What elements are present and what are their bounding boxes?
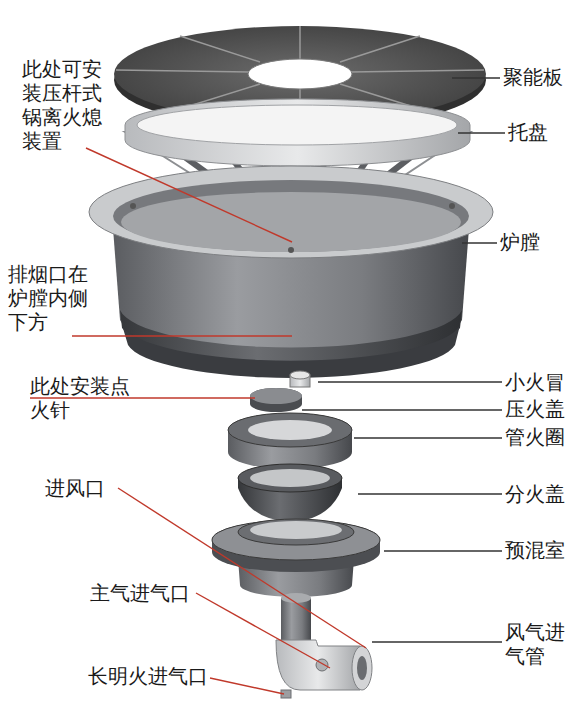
part-label: 托盘: [508, 120, 568, 144]
part-label: 炉膛: [500, 230, 560, 254]
premix-opening: [250, 521, 342, 539]
leader-lines: [30, 148, 366, 694]
pilot-cap-top: [290, 371, 310, 379]
chamber-inner: [121, 192, 461, 252]
part-label: 风气进 气管: [505, 620, 577, 668]
tray-opening: [137, 105, 457, 145]
pilot-cap: [290, 371, 310, 387]
seam: [180, 36, 260, 62]
part-label: 小火冒: [505, 370, 575, 394]
fire-ring-body: [228, 413, 352, 469]
seam: [116, 70, 250, 72]
pressure-cover-body: [250, 388, 302, 412]
callout-note: 此处可安 装压杆式 锅离火熄 装置: [22, 57, 117, 153]
leader-line: [372, 641, 502, 642]
leader-line: [458, 132, 505, 133]
leader-line: [86, 148, 292, 242]
leader-line: [452, 77, 500, 78]
seam: [350, 70, 484, 72]
seam: [299, 26, 301, 60]
part-label: 主气进气口: [90, 581, 210, 605]
leader-line: [196, 593, 330, 668]
leader-line: [72, 335, 292, 336]
leader-line: [210, 678, 284, 694]
leader-line: [302, 409, 502, 410]
leader-line: [462, 242, 497, 243]
fire-ring-top: [228, 413, 352, 447]
leader-lines: [302, 78, 505, 642]
pipe-vertical: [281, 598, 311, 646]
premix-chamber: [212, 519, 380, 597]
bolt-hole: [288, 247, 294, 253]
part-label: 聚能板: [503, 65, 573, 89]
pipe-top: [281, 593, 311, 603]
distributor-inner: [250, 469, 330, 487]
fire-ring-hole: [248, 420, 332, 440]
chamber-flange: [89, 166, 493, 258]
seam: [340, 36, 420, 62]
leader-line: [354, 437, 502, 438]
callout-note: 此处安装点 火针: [30, 374, 145, 422]
part-label: 管火圈: [505, 425, 575, 449]
part-label: 进风口: [45, 476, 125, 500]
leader-line: [318, 381, 502, 382]
pipe-elbow: [276, 640, 360, 690]
bolt-hole: [449, 203, 455, 209]
premix-flange-top: [212, 520, 380, 560]
chamber-bottom: [122, 325, 460, 378]
leader-line: [358, 493, 502, 494]
pipe-outlet-hole: [357, 656, 367, 680]
tray-rim: [125, 99, 470, 166]
premix-collar: [238, 519, 354, 545]
fire-ring: [228, 413, 352, 469]
distributor-cap: [238, 464, 342, 528]
leader-line: [384, 550, 502, 551]
leader-line: [118, 488, 366, 648]
callout-note: 排烟口在 炉膛内侧 下方: [8, 262, 108, 334]
part-label: 压火盖: [505, 397, 575, 421]
part-label: 分火盖: [505, 482, 575, 506]
bolt-hole: [130, 203, 136, 209]
pipe-outlet: [352, 646, 372, 690]
plate-hole: [248, 59, 352, 89]
furnace-chamber: [89, 166, 493, 378]
part-label: 预混室: [505, 538, 575, 562]
pressure-cover-top: [250, 388, 302, 404]
part-label: 长明火进气口: [88, 664, 218, 688]
distributor-rim: [238, 464, 342, 492]
pressure-cover: [250, 388, 302, 412]
